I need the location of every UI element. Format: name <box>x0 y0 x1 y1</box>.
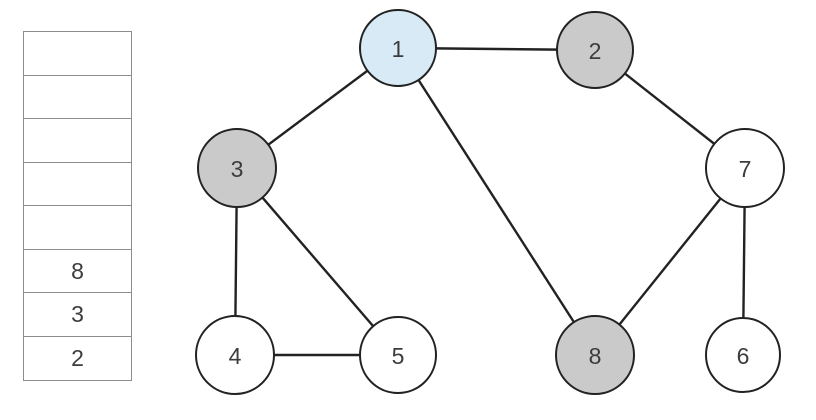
node-circle <box>705 128 785 208</box>
graph-node-3: 3 <box>197 128 277 208</box>
node-label: 6 <box>737 343 750 369</box>
graph-node-5: 5 <box>359 316 437 394</box>
stack-cell-8: 2 <box>23 335 132 381</box>
graph-edge-3-5 <box>236 167 399 356</box>
graph-node-1: 1 <box>359 9 437 87</box>
node-label: 7 <box>739 156 752 182</box>
node-label: 8 <box>589 343 602 369</box>
node-circle <box>705 317 781 393</box>
graph-node-7: 7 <box>705 128 785 208</box>
node-label: 3 <box>231 156 244 182</box>
graph-edge-1-8 <box>396 47 597 356</box>
node-circle <box>555 315 635 395</box>
node-label: 1 <box>392 36 405 62</box>
stack-cell-7: 3 <box>23 292 132 337</box>
graph-node-4: 4 <box>195 315 275 395</box>
node-circle <box>556 11 634 89</box>
node-circle <box>197 128 277 208</box>
graph-node-8: 8 <box>555 315 635 395</box>
graph-node-2: 2 <box>556 11 634 89</box>
stack: 8 3 2 <box>23 31 132 381</box>
graph-node-6: 6 <box>705 317 781 393</box>
stack-cell-value: 2 <box>71 344 84 371</box>
stack-cell-1 <box>23 31 132 76</box>
node-circle <box>359 316 437 394</box>
node-circle <box>195 315 275 395</box>
stack-cell-value: 3 <box>71 301 84 327</box>
stack-cell-value: 8 <box>71 257 84 284</box>
stack-cell-4 <box>23 161 132 207</box>
node-label: 4 <box>229 343 242 369</box>
node-label: 5 <box>392 343 405 369</box>
stack-cell-6: 8 <box>23 248 132 294</box>
node-label: 2 <box>589 38 602 64</box>
node-circle <box>359 9 437 87</box>
stack-cell-2 <box>23 74 132 120</box>
